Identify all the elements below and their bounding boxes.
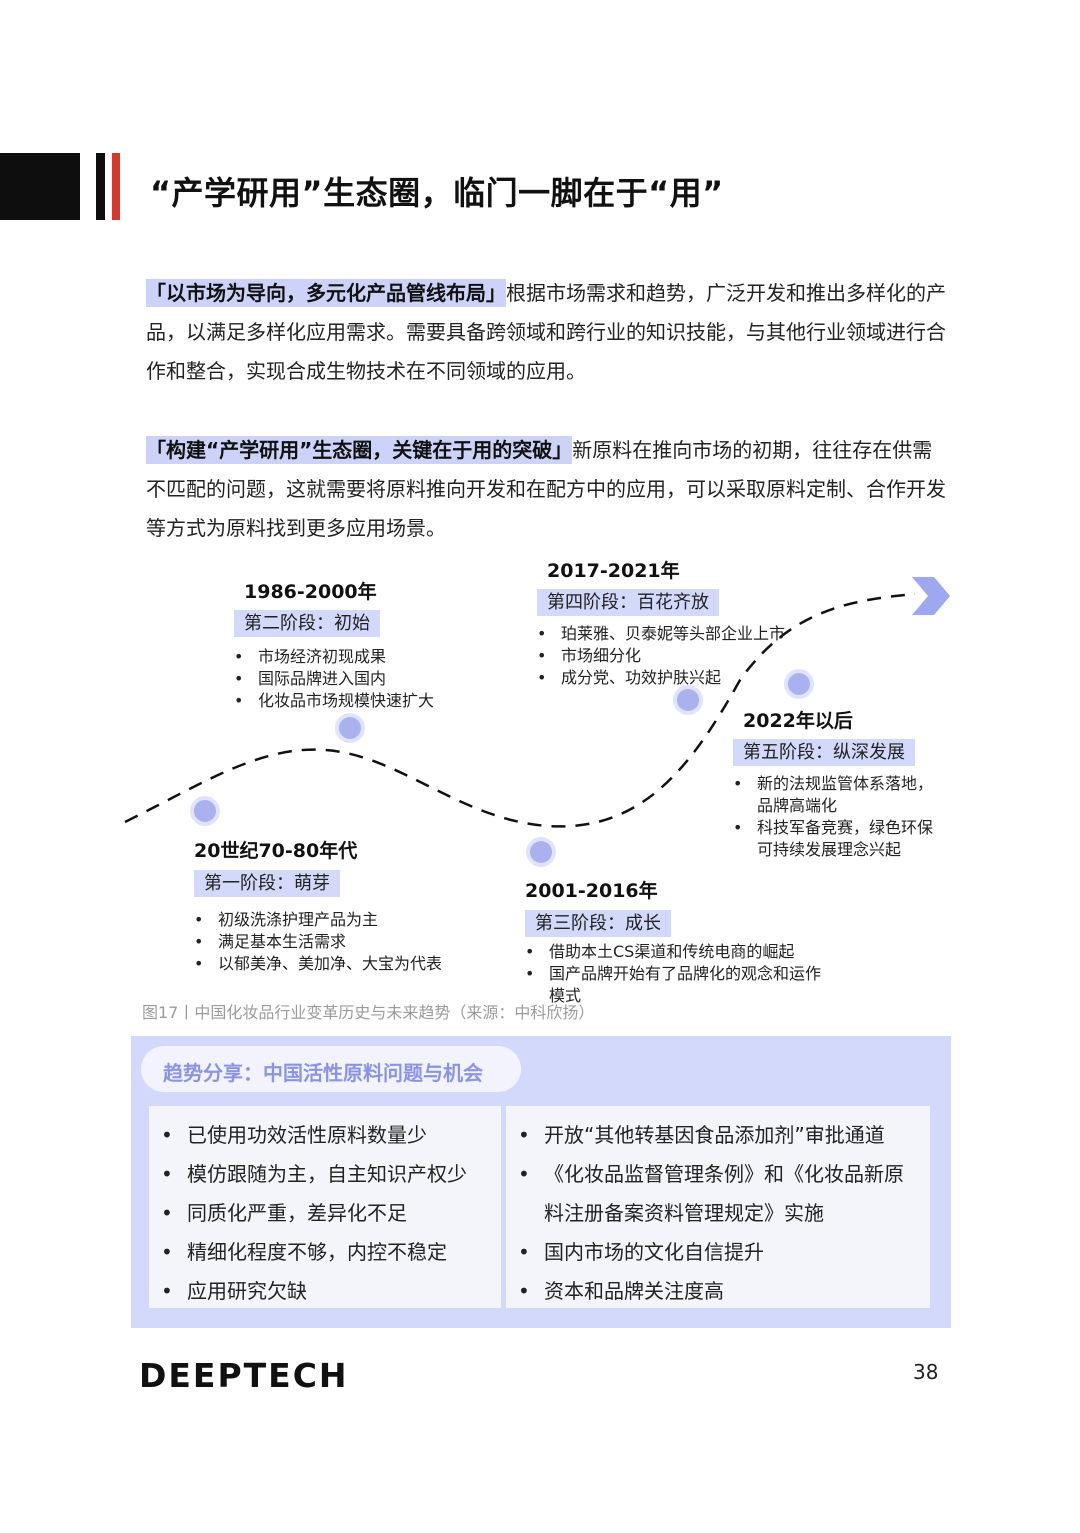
list-item: 借助本土CS渠道和传统电商的崛起 (525, 941, 821, 963)
stage-1: 20世纪70-80年代 第一阶段：萌芽 初级洗涤护理产品为主 满足基本生活需求 … (194, 836, 514, 975)
stage-1-years: 20世纪70-80年代 (194, 840, 358, 862)
stage-2-points: 市场经济初现成果 国际品牌进入国内 化妆品市场规模快速扩大 (234, 646, 534, 712)
timeline-dot-2 (335, 713, 365, 743)
trends-title-pill (141, 1046, 521, 1092)
stage-5-years: 2022年以后 (743, 710, 853, 732)
list-item: 科技军备竞赛，绿色环保可持续发展理念兴起 (733, 817, 945, 861)
list-item: 模仿跟随为主，自主知识产权少 (149, 1155, 501, 1194)
header-red-bar (112, 153, 120, 220)
list-item: 同质化严重，差异化不足 (149, 1194, 501, 1233)
stage-3: 2001-2016年 第三阶段：成长 借助本土CS渠道和传统电商的崛起 国产品牌… (525, 876, 821, 1007)
page-title: “产学研用”生态圈，临门一脚在于“用” (150, 174, 724, 212)
list-item: 初级洗涤护理产品为主 (194, 909, 514, 931)
paragraph-2-body: 新原料在推向市场的初期，往往存在供需不匹配的问题，这就需要将原料推向开发和在配方… (146, 438, 946, 540)
list-item: 开放“其他转基因食品添加剂”审批通道 (506, 1116, 916, 1155)
list-item: 精细化程度不够，内控不稳定 (149, 1233, 501, 1272)
header-black-block (0, 153, 80, 220)
list-item: 珀莱雅、贝泰妮等头部企业上市 (537, 623, 827, 645)
header-black-bar (96, 153, 105, 220)
stage-3-label: 第三阶段：成长 (525, 910, 671, 937)
list-item: 国际品牌进入国内 (234, 668, 534, 690)
timeline-arrow-icon (912, 577, 950, 615)
deeptech-logo: DEEPTECH (139, 1356, 349, 1395)
paragraph-1-highlight: 「以市场为导向，多元化产品管线布局」 (146, 279, 506, 307)
stage-4-points: 珀莱雅、贝泰妮等头部企业上市 市场细分化 成分党、功效护肤兴起 (537, 623, 827, 689)
page-number: 38 (913, 1360, 939, 1384)
stage-1-label: 第一阶段：萌芽 (194, 870, 340, 897)
list-item: 新的法规监管体系落地，品牌高端化 (733, 773, 945, 817)
trends-opportunities-column: 开放“其他转基因食品添加剂”审批通道 《化妆品监督管理条例》和《化妆品新原料注册… (506, 1106, 930, 1311)
stage-4: 2017-2021年 第四阶段：百花齐放 珀莱雅、贝泰妮等头部企业上市 市场细分… (537, 556, 827, 689)
list-item: 成分党、功效护肤兴起 (537, 667, 827, 689)
stage-1-points: 初级洗涤护理产品为主 满足基本生活需求 以郁美净、美加净、大宝为代表 (194, 909, 514, 975)
list-item: 市场细分化 (537, 645, 827, 667)
list-item: 应用研究欠缺 (149, 1272, 501, 1311)
figure-caption: 图17丨中国化妆品行业变革历史与未来趋势（来源：中科欣扬） (142, 1003, 595, 1022)
stage-2-label: 第二阶段：初始 (234, 610, 380, 637)
paragraph-2-highlight: 「构建“产学研用”生态圈，关键在于用的突破」 (146, 436, 573, 464)
stage-5-points: 新的法规监管体系落地，品牌高端化 科技军备竞赛，绿色环保可持续发展理念兴起 (733, 773, 945, 861)
list-item: 国内市场的文化自信提升 (506, 1233, 916, 1272)
list-item: 资本和品牌关注度高 (506, 1272, 916, 1311)
list-item: 化妆品市场规模快速扩大 (234, 690, 534, 712)
list-item: 《化妆品监督管理条例》和《化妆品新原料注册备案资料管理规定》实施 (506, 1155, 916, 1233)
paragraph-1-body: 根据市场需求和趋势，广泛开发和推出多样化的产品，以满足多样化应用需求。需要具备跨… (146, 281, 946, 383)
stage-5: 2022年以后 第五阶段：纵深发展 新的法规监管体系落地，品牌高端化 科技军备竞… (733, 706, 945, 861)
stage-5-label: 第五阶段：纵深发展 (733, 739, 915, 766)
trends-title: 趋势分享：中国活性原料问题与机会 (163, 1061, 483, 1085)
problems-list: 已使用功效活性原料数量少 模仿跟随为主，自主知识产权少 同质化严重，差异化不足 … (149, 1116, 501, 1311)
paragraph-1: 「以市场为导向，多元化产品管线布局」根据市场需求和趋势，广泛开发和推出多样化的产… (146, 274, 946, 391)
stage-2-years: 1986-2000年 (244, 581, 377, 603)
paragraph-2: 「构建“产学研用”生态圈，关键在于用的突破」新原料在推向市场的初期，往往存在供需… (146, 431, 946, 548)
list-item: 已使用功效活性原料数量少 (149, 1116, 501, 1155)
stage-3-points: 借助本土CS渠道和传统电商的崛起 国产品牌开始有了品牌化的观念和运作模式 (525, 941, 821, 1007)
stage-3-years: 2001-2016年 (525, 880, 658, 902)
list-item: 满足基本生活需求 (194, 931, 514, 953)
list-item: 国产品牌开始有了品牌化的观念和运作模式 (525, 963, 821, 1007)
stage-4-label: 第四阶段：百花齐放 (537, 589, 719, 616)
timeline-dot-4 (673, 685, 703, 715)
stage-4-years: 2017-2021年 (547, 560, 680, 582)
opportunities-list: 开放“其他转基因食品添加剂”审批通道 《化妆品监督管理条例》和《化妆品新原料注册… (506, 1116, 916, 1311)
stage-2: 1986-2000年 第二阶段：初始 市场经济初现成果 国际品牌进入国内 化妆品… (234, 577, 534, 712)
timeline-dot-1 (190, 796, 220, 826)
trends-problems-column: 已使用功效活性原料数量少 模仿跟随为主，自主知识产权少 同质化严重，差异化不足 … (149, 1106, 501, 1311)
list-item: 以郁美净、美加净、大宝为代表 (194, 953, 514, 975)
list-item: 市场经济初现成果 (234, 646, 534, 668)
timeline-dot-3 (526, 837, 556, 867)
